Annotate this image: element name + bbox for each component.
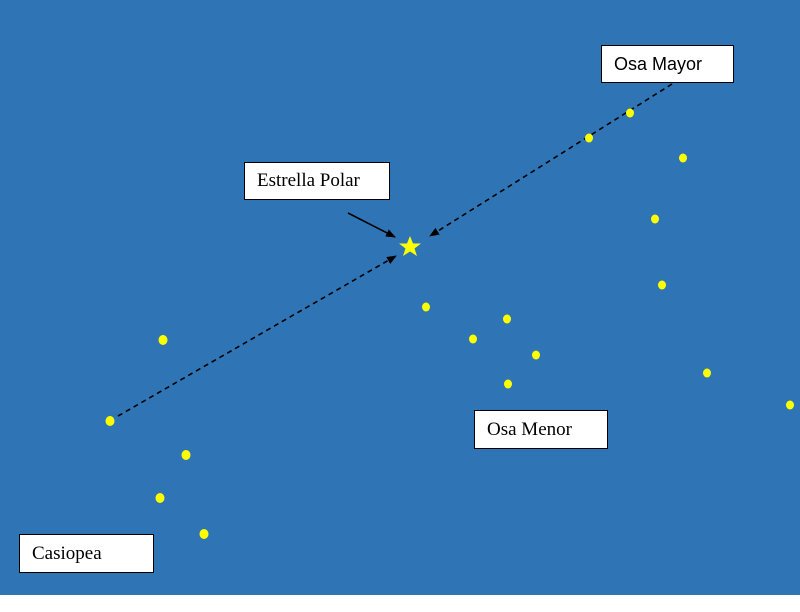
estrella-polar-label: Estrella Polar — [244, 162, 390, 200]
star-point — [679, 153, 687, 163]
star-point — [158, 335, 168, 345]
star-point — [199, 529, 209, 539]
star-point — [503, 314, 511, 324]
star-point — [585, 133, 593, 143]
polaris-star-icon — [399, 236, 421, 256]
night-sky-background — [0, 0, 800, 595]
osa-mayor-pointer-line — [429, 83, 673, 237]
osa-mayor-label: Osa Mayor — [601, 45, 734, 83]
star-point — [155, 493, 165, 503]
star-point — [703, 368, 711, 378]
star-point — [626, 108, 634, 118]
star-point — [422, 302, 430, 312]
star-point — [469, 334, 477, 344]
osa-mayor-stars — [585, 108, 794, 410]
star-point — [504, 379, 512, 389]
star-point — [786, 400, 794, 410]
star-point — [658, 280, 666, 290]
star-point — [532, 350, 540, 360]
osa-menor-label: Osa Menor — [474, 410, 608, 449]
star-point — [181, 450, 191, 460]
casiopea-stars — [105, 335, 209, 539]
star-point — [651, 214, 659, 224]
star-point — [105, 416, 115, 426]
osa-menor-stars — [422, 302, 540, 389]
casiopea-pointer-line — [117, 255, 397, 417]
estrella-polar-arrow — [347, 212, 396, 238]
casiopea-label: Casiopea — [19, 534, 154, 573]
